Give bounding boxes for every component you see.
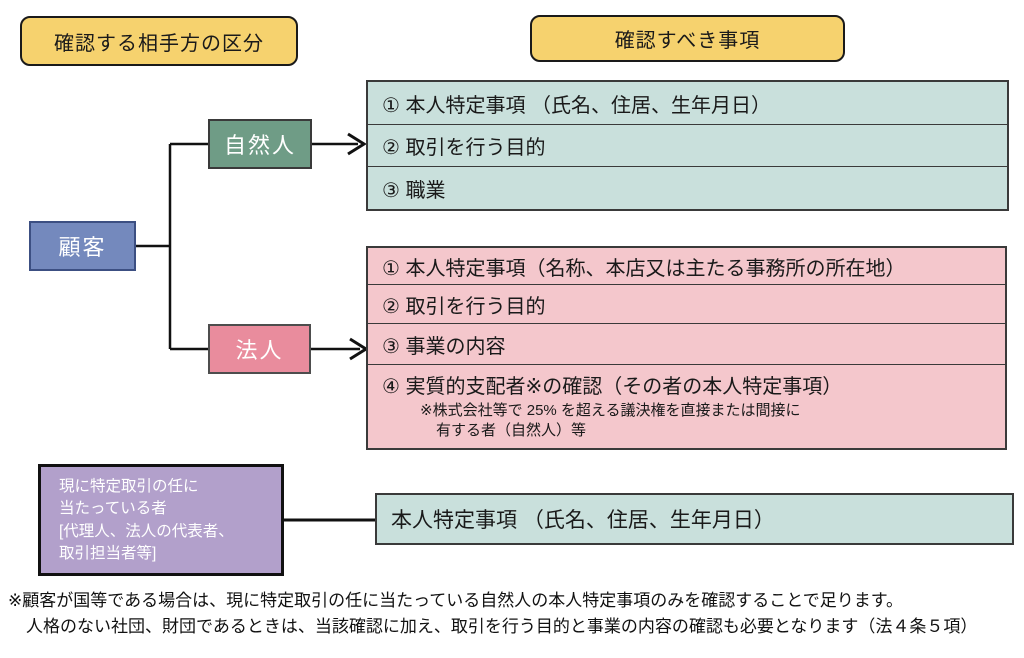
corporation-arrowhead-icon <box>349 337 369 361</box>
note-line: 有する者（自然人）等 <box>436 422 587 440</box>
agent-line: 取引担当者等] <box>59 545 157 563</box>
corporation-items-list: ① 本人特定事項（名称、本店又は主たる事務所の所在地） ② 取引を行う目的 ③ … <box>366 246 1007 450</box>
header-counterparty-category: 確認する相手方の区分 <box>20 16 298 66</box>
corporation-node: 法人 <box>208 324 311 374</box>
agent-line: [代理人、法人の代表者、 <box>59 522 234 540</box>
footnote-line: ※顧客が国等である場合は、現に特定取引の任に当たっている自然人の本人特定事項のみ… <box>8 591 904 610</box>
list-item: ② 取引を行う目的 <box>368 284 1005 323</box>
agent-line: 当たっている者 <box>59 500 167 518</box>
header-items-to-verify: 確認すべき事項 <box>530 15 845 62</box>
natural-person-arrowhead-icon <box>347 132 367 156</box>
note-line: ※株式会社等で 25% を超える議決権を直接または間接に <box>420 402 801 419</box>
natural-person-items-list: ① 本人特定事項 （氏名、住居、生年月日） ② 取引を行う目的 ③ 職業 <box>366 80 1009 211</box>
agent-verification-item: 本人特定事項 （氏名、住居、生年月日） <box>375 493 1014 545</box>
list-item: ① 本人特定事項 （氏名、住居、生年月日） <box>368 82 1007 124</box>
tree-connector-line <box>136 142 208 351</box>
transaction-agent-node: 現に特定取引の任に 当たっている者 [代理人、法人の代表者、 取引担当者等] <box>38 464 284 576</box>
footnote-line: 人格のない社団、財団であるときは、当該確認に加え、取引を行う目的と事業の内容の確… <box>26 617 978 637</box>
beneficial-owner-note: ※株式会社等で 25% を超える議決権を直接または間接に 有する者（自然人）等 <box>420 401 1005 442</box>
list-item: ② 取引を行う目的 <box>368 124 1007 166</box>
natural-person-node: 自然人 <box>208 119 312 169</box>
list-item: ④ 実質的支配者※の確認（その者の本人特定事項） ※株式会社等で 25% を超え… <box>368 364 1005 448</box>
agent-line: 現に特定取引の任に <box>59 478 199 495</box>
list-item: ③ 事業の内容 <box>368 323 1005 364</box>
list-item-text: ④ 実質的支配者※の確認（その者の本人特定事項） <box>382 376 843 398</box>
list-item: ③ 職業 <box>368 166 1007 209</box>
list-item: ① 本人特定事項（名称、本店又は主たる事務所の所在地） <box>368 248 1005 284</box>
customer-node: 顧客 <box>29 221 136 271</box>
footnote: ※顧客が国等である場合は、現に特定取引の任に当たっている自然人の本人特定事項のみ… <box>8 588 1020 641</box>
